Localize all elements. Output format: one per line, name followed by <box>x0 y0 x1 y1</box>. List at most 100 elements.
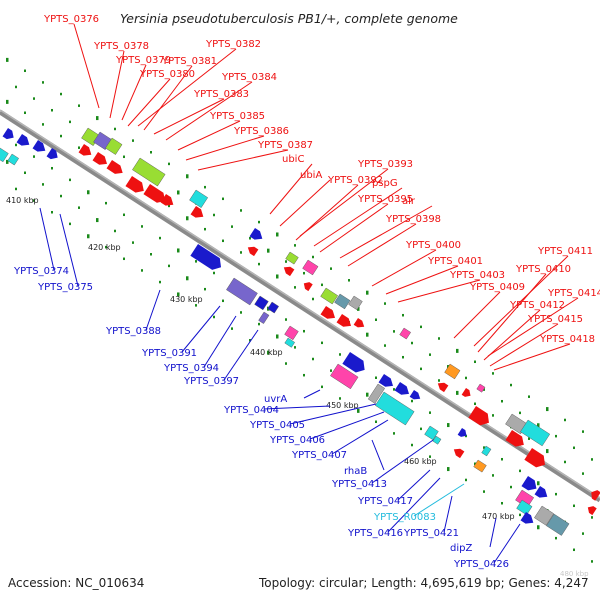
tick-dot <box>177 248 180 253</box>
leader-line <box>493 523 521 564</box>
leader-line <box>483 309 541 361</box>
leader-line <box>493 343 571 371</box>
gene-feature <box>409 390 421 400</box>
gene-label: YPTS_0381 <box>161 56 217 67</box>
gene-block <box>105 137 123 155</box>
gene-arrow <box>92 152 108 165</box>
tick-dot <box>420 325 422 329</box>
gene-feature <box>516 499 533 516</box>
gene-label: ubiA <box>300 170 322 181</box>
tick-dot <box>105 245 107 249</box>
tick-dot <box>312 255 314 259</box>
gene-feature <box>399 327 411 340</box>
tick-dot <box>447 467 450 472</box>
gene-feature <box>283 266 295 277</box>
gene-feature <box>132 157 166 187</box>
kbp-tick-label: 480 kbp <box>560 570 589 578</box>
tick-dot <box>33 155 35 158</box>
gene-block <box>284 325 299 341</box>
gene-block <box>476 383 486 393</box>
gene-feature <box>375 391 415 426</box>
gene-block <box>330 363 359 390</box>
tick-dot <box>393 432 395 435</box>
tick-dot <box>213 213 215 217</box>
tick-dot <box>159 236 161 240</box>
gene-feature <box>437 382 449 393</box>
leader-line <box>489 323 559 367</box>
gene-arrow <box>409 390 421 400</box>
gene-label: YPTS_0404 <box>223 405 279 416</box>
tick-dot <box>375 376 377 379</box>
gene-label: YPTS_0415 <box>527 314 583 325</box>
gene-label: YPTS_0395 <box>357 194 413 205</box>
tick-dot <box>276 334 279 339</box>
tick-dot <box>501 399 503 403</box>
tick-dot <box>465 376 467 380</box>
gene-block <box>424 425 439 441</box>
gene-label: YPTS_R0083 <box>373 512 436 523</box>
gene-label: YPTS_0387 <box>257 140 313 151</box>
tick-dot <box>231 225 233 228</box>
tick-dot <box>555 536 557 540</box>
gene-label: YPTS_0398 <box>385 214 441 225</box>
gene-label: rhaB <box>344 466 367 477</box>
gene-feature <box>303 282 313 292</box>
tick-dot <box>564 418 566 422</box>
tick-dot <box>447 423 450 428</box>
gene-label: YPTS_0376 <box>43 14 99 25</box>
tick-dot <box>177 190 180 195</box>
kbp-tick-label: 470 kbp <box>482 512 515 521</box>
tick-dot <box>429 455 431 458</box>
gene-label: pspG <box>372 178 398 189</box>
tick-dot <box>6 159 9 164</box>
leader-line <box>279 179 331 227</box>
leader-line <box>145 289 161 331</box>
kbp-tick-label: 440 kbp <box>250 348 283 357</box>
gene-label: YPTS_0394 <box>163 363 219 374</box>
tick-dot <box>546 407 549 412</box>
tick-dot <box>78 104 80 107</box>
tick-dot <box>6 57 9 62</box>
gene-arrow <box>2 128 14 140</box>
gene-feature <box>473 459 487 473</box>
gene-label: YPTS_0414 <box>547 288 600 299</box>
leader-line <box>347 223 417 267</box>
tick-dot <box>393 330 395 333</box>
gene-feature <box>476 383 486 393</box>
leader-line <box>127 78 171 127</box>
tick-dot <box>456 390 459 395</box>
leader-line <box>319 203 389 253</box>
gene-label: YPTS_0392 <box>327 175 383 186</box>
tick-dot <box>240 209 242 212</box>
gene-feature <box>444 363 461 380</box>
gene-label: YPTS_0410 <box>515 264 571 275</box>
gene-label: YPTS_0411 <box>537 246 593 257</box>
tick-dot <box>42 81 44 84</box>
gene-feature <box>284 325 299 341</box>
tick-dot <box>375 318 377 321</box>
tick-dot <box>294 346 296 349</box>
tick-dot <box>51 210 53 214</box>
gene-label: YPTS_0375 <box>37 282 93 293</box>
tick-dot <box>501 457 503 461</box>
accession-text: Accession: NC_010634 <box>8 576 144 590</box>
tick-dot <box>222 239 224 243</box>
gene-feature <box>520 512 534 524</box>
tick-dot <box>123 213 125 217</box>
gene-block <box>534 505 555 526</box>
leader-line <box>385 265 459 295</box>
gene-label: YPTS_0409 <box>469 282 525 293</box>
leader-line <box>387 477 441 533</box>
kbp-tick-label: 420 kbp <box>88 243 121 252</box>
tick-dot <box>402 313 404 317</box>
gene-feature <box>189 189 209 208</box>
gene-label: uvrA <box>264 394 287 405</box>
genome-backbone <box>0 109 600 503</box>
gene-block <box>267 301 279 314</box>
tick-dot <box>159 280 161 284</box>
gene-feature <box>125 176 144 193</box>
gene-feature <box>394 382 410 395</box>
gene-feature <box>285 251 299 265</box>
gene-label: YPTS_0393 <box>357 159 413 170</box>
gene-feature <box>521 476 537 491</box>
